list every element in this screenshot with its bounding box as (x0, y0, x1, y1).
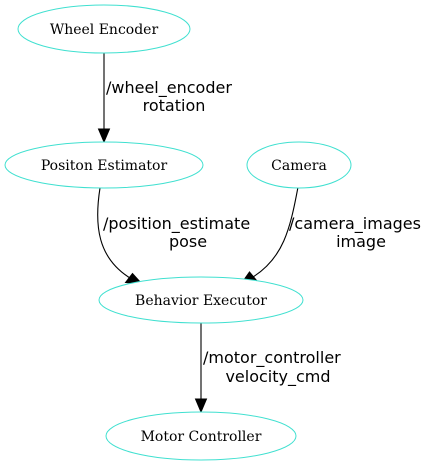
arrow-head-icon (194, 398, 208, 414)
node-label: Motor Controller (141, 429, 262, 445)
node-wheel-encoder: Wheel Encoder (17, 4, 191, 54)
node-position-estimator: Positon Estimator (4, 141, 204, 189)
node-shape (98, 276, 304, 324)
node-behavior-executor: Behavior Executor (98, 276, 304, 324)
node-shape (105, 411, 297, 461)
edge-topic-label: /motor_controller (203, 348, 341, 368)
edge-message-label: pose (169, 232, 207, 251)
edge-topic-label: /position_estimate (103, 214, 250, 234)
node-label: Behavior Executor (135, 293, 267, 309)
node-shape (4, 141, 204, 189)
edge-camera-to-behavior-executor: /camera_images image (239, 186, 421, 285)
node-motor-controller: Motor Controller (105, 411, 297, 461)
edge-message-label: velocity_cmd (225, 367, 330, 387)
edge-topic-label: /camera_images (289, 214, 421, 234)
node-shape (246, 141, 352, 189)
node-camera: Camera (246, 141, 352, 189)
arrow-head-icon (97, 128, 111, 144)
edge-line (97, 187, 131, 279)
node-label: Wheel Encoder (50, 22, 159, 38)
edge-message-label: rotation (143, 96, 206, 115)
node-label: Positon Estimator (41, 158, 168, 174)
edge-position-estimator-to-behavior-executor: /position_estimate pose (97, 187, 250, 285)
edge-message-label: image (336, 232, 386, 251)
edge-topic-label: /wheel_encoder (106, 78, 232, 98)
edge-behavior-executor-to-motor-controller: /motor_controller velocity_cmd (194, 323, 341, 414)
edge-line (252, 186, 299, 278)
node-shape (17, 4, 191, 54)
node-label: Camera (271, 158, 327, 174)
edge-wheel-encoder-to-position-estimator: /wheel_encoder rotation (97, 53, 232, 144)
